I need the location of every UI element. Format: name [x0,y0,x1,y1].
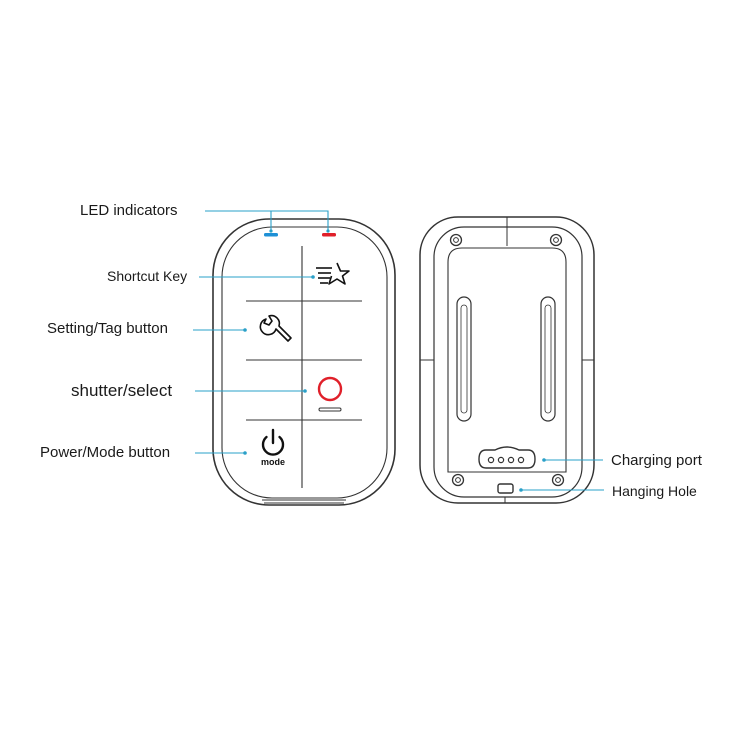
screw-bottom-left-icon [451,473,465,487]
leader-lines [193,210,604,491]
shortcut-star-icon[interactable] [316,262,350,285]
charging-pins-icon [487,456,525,464]
label-shortcut-key: Shortcut Key [107,268,188,284]
front-outer-shell [212,218,396,506]
shutter-indicator-bar [318,407,342,412]
screw-bottom-right-icon [551,473,565,487]
screw-top-right-icon [549,233,563,247]
label-power-mode-button: Power/Mode button [40,444,171,461]
label-hanging-hole: Hanging Hole [612,483,697,499]
power-button-mode-text: mode [260,457,285,467]
back-mount-frame [433,226,583,498]
power-icon[interactable] [261,428,285,456]
label-shutter-select: shutter/select [71,381,173,400]
back-inner-plate [447,247,567,473]
label-setting-tag-button: Setting/Tag button [47,320,168,337]
front-view [212,218,396,506]
leader-led [205,210,329,230]
label-charging-port: Charging port [611,452,702,469]
front-inner-face [221,226,388,499]
wrench-icon[interactable] [259,314,292,342]
shutter-circle-icon[interactable] [317,376,343,402]
leader-dots [243,229,546,492]
hanging-hole [497,483,514,494]
mount-rail-left [456,296,472,422]
label-led-indicators: LED indicators [80,202,178,219]
screw-top-left-icon [449,233,463,247]
led-red [322,233,336,237]
mount-rail-right [540,296,556,422]
back-view [419,216,595,504]
charging-port [478,446,536,469]
led-blue [264,233,278,237]
